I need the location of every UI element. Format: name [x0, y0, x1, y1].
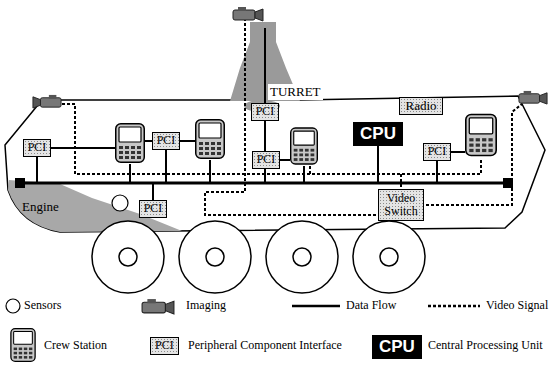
hull-outline	[5, 96, 545, 232]
video-signal-lines	[62, 18, 522, 215]
legend-text: Data Flow	[346, 298, 396, 313]
legend-pci-sample: PCI	[150, 337, 179, 355]
box-text: PCI	[256, 105, 275, 119]
legend-text: Imaging	[186, 298, 226, 313]
box-text: Video Switch	[382, 192, 420, 218]
box-text: PCI	[428, 145, 447, 159]
legend-video-sample	[428, 305, 480, 308]
crew-station	[466, 114, 496, 155]
crew-station	[196, 120, 225, 159]
box-text: PCI	[28, 141, 47, 155]
component-box: PCI	[139, 200, 168, 218]
cpu-box: CPU	[353, 122, 403, 146]
component-box: PCI	[152, 132, 181, 150]
imaging-camera	[33, 95, 61, 108]
box-text: PCI	[144, 202, 163, 216]
box-text: CPU	[360, 124, 396, 144]
imaging-camera	[233, 7, 263, 21]
component-box: PCI	[251, 103, 280, 121]
box-text: PCI	[257, 153, 276, 167]
legend-text: Peripheral Component Interface	[188, 338, 342, 353]
part-label: Engine	[22, 199, 59, 215]
legend-sensor-sample	[6, 299, 20, 313]
legend-cpu-sample: CPU	[372, 335, 422, 359]
legend-crew-sample	[11, 329, 35, 362]
crew-station	[116, 124, 145, 163]
legend-text: Sensors	[24, 298, 61, 313]
legend-text: Crew Station	[44, 338, 107, 353]
component-box: PCI	[23, 139, 52, 157]
legend-imaging-sample	[142, 299, 174, 314]
component-box: PCI	[423, 143, 452, 161]
box-text: Radio	[405, 99, 436, 114]
box-text: PCI	[157, 134, 176, 148]
component-box: Video Switch	[378, 189, 424, 221]
sensor	[112, 195, 128, 211]
legend-text: Video Signal	[486, 298, 548, 313]
crew-station	[291, 128, 318, 164]
data-flow-lines	[37, 28, 465, 209]
imaging-camera	[519, 91, 547, 104]
engine-region	[8, 180, 182, 232]
bus-terminal	[15, 178, 25, 188]
legend-text: Central Processing Unit	[428, 338, 543, 353]
component-box: Radio	[399, 97, 442, 116]
component-box: PCI	[252, 151, 281, 169]
part-label: TURRET	[268, 84, 323, 100]
wheels	[92, 221, 425, 293]
legend-data-flow-sample	[292, 305, 340, 308]
